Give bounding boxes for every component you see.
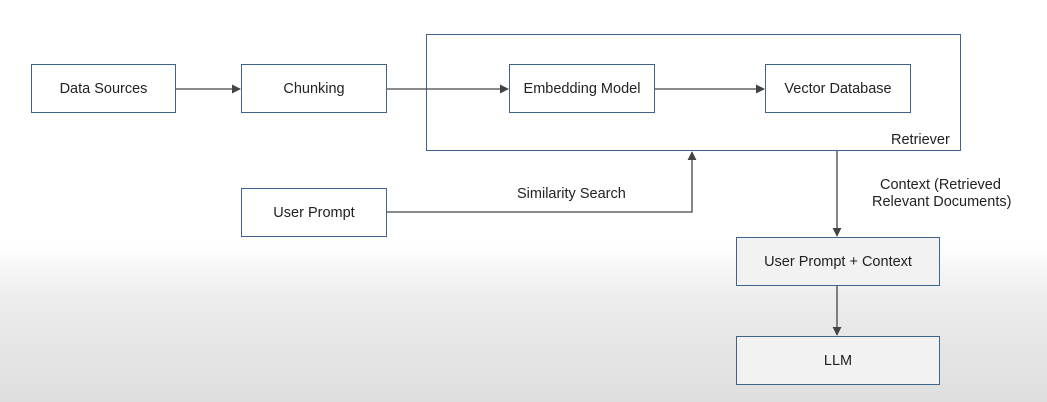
context-label-line1: Context (Retrieved [880,177,1001,193]
node-vector-database-label: Vector Database [784,80,892,97]
retriever-label: Retriever [891,132,950,148]
node-user-prompt-context-label: User Prompt + Context [764,253,912,270]
node-data-sources-label: Data Sources [59,80,148,97]
node-vector-database: Vector Database [765,64,911,113]
node-user-prompt-context: User Prompt + Context [736,237,940,286]
node-chunking: Chunking [241,64,387,113]
node-data-sources: Data Sources [31,64,176,113]
node-embedding-model-label: Embedding Model [523,80,641,97]
node-user-prompt-label: User Prompt [273,204,355,221]
similarity-search-label: Similarity Search [517,186,626,202]
context-label-line2: Relevant Documents) [872,194,1012,210]
node-llm: LLM [736,336,940,385]
node-user-prompt: User Prompt [241,188,387,237]
node-llm-label: LLM [823,352,853,369]
node-chunking-label: Chunking [283,80,345,97]
node-embedding-model: Embedding Model [509,64,655,113]
arrow-userprompt-to-retriever [387,151,697,213]
